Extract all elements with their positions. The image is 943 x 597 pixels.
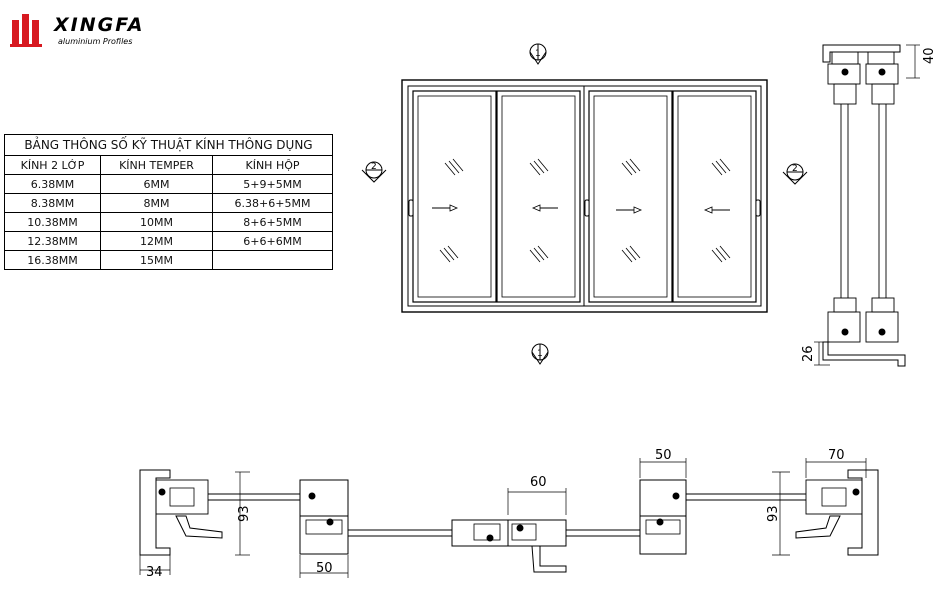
- dimension-label: 50: [655, 448, 672, 463]
- slide-arrow-icon: [703, 206, 730, 214]
- table-row: 16.38MM 15MM: [4, 250, 333, 270]
- section-marker-right: 2: [782, 163, 808, 185]
- dimension-label: 70: [828, 448, 845, 463]
- dimension-label: 60: [530, 475, 547, 490]
- dimension-label: 40: [922, 47, 937, 64]
- xingfa-logo-icon: [10, 14, 42, 47]
- handle-icon: [755, 199, 761, 217]
- table-cell: 8.38MM: [4, 193, 101, 213]
- header-laminated: KÍNH 2 LỚP: [4, 155, 101, 175]
- table-row: 8.38MM 8MM 6.38+6+5MM: [4, 193, 333, 213]
- table-cell: 6+6+6MM: [212, 231, 333, 251]
- svg-text:2: 2: [371, 162, 377, 172]
- svg-text:2: 2: [792, 164, 798, 174]
- svg-text:1: 1: [535, 49, 541, 59]
- handle-icon: [408, 199, 414, 217]
- table-row: 12.38MM 12MM 6+6+6MM: [4, 231, 333, 251]
- dimension-label: 26: [801, 345, 816, 362]
- dimension-label: 34: [146, 565, 163, 580]
- plan-section: [139, 458, 879, 578]
- brand-name: XINGFA: [54, 14, 145, 36]
- xingfa-logo: XINGFA aluminium Profiles: [8, 10, 158, 54]
- section-marker-bottom: 1: [531, 343, 549, 365]
- table-cell: [212, 250, 333, 270]
- brand-subtitle: aluminium Profiles: [58, 37, 133, 46]
- table-cell: 16.38MM: [4, 250, 101, 270]
- section-marker-left: 2: [361, 161, 387, 183]
- svg-text:1: 1: [537, 349, 543, 359]
- handle-icon: [584, 199, 590, 217]
- glass-spec-table: BẢNG THÔNG SỐ KỸ THUẬT KÍNH THÔNG DỤNG K…: [4, 134, 333, 270]
- slide-arrow-icon: [531, 204, 558, 212]
- slide-arrow-icon: [616, 206, 643, 214]
- table-cell: 12MM: [100, 231, 213, 251]
- vertical-section: [814, 44, 920, 367]
- slide-arrow-icon: [432, 204, 459, 212]
- dimension-label: 93: [237, 505, 252, 522]
- section-marker-top: 1: [529, 43, 547, 65]
- door-elevation: [401, 79, 768, 313]
- table-cell: 15MM: [100, 250, 213, 270]
- dimension-label: 93: [766, 505, 781, 522]
- table-cell: 8MM: [100, 193, 213, 213]
- dimension-label: 50: [316, 561, 333, 576]
